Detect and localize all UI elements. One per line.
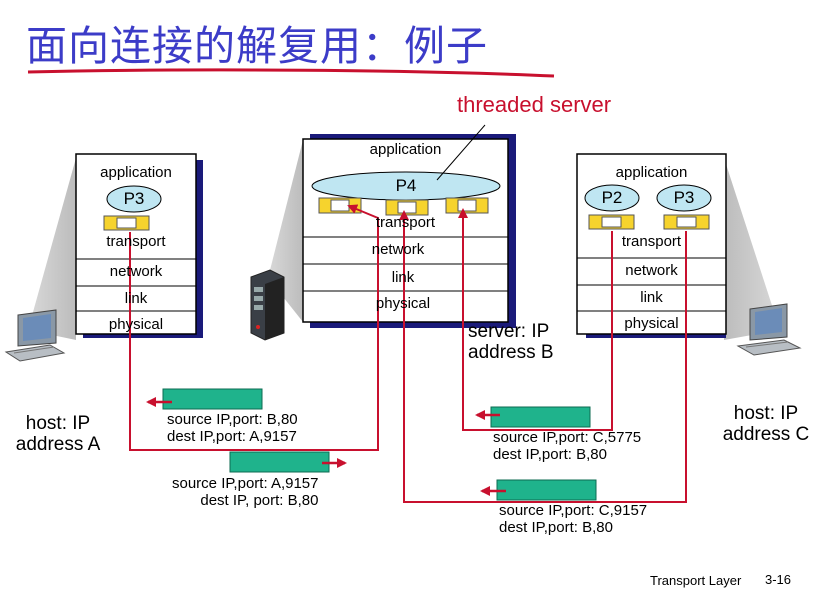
threaded-server-pointer [436,124,486,181]
socket-icon [103,215,150,231]
host-c-application-label: application [615,164,688,181]
host-c-network-label: network [625,262,678,279]
footer-section: Transport Layer [650,573,742,588]
server-tower-icon [250,269,285,341]
server-transport-label: transport [375,214,436,231]
host-c-process-p3-label: P3 [673,188,695,207]
host-a-transport-label: transport [106,233,166,250]
route-a-server [129,204,379,451]
host-c-beam [724,158,780,340]
computer-icon-host-a [4,309,66,362]
packet-to-a [162,388,263,410]
computer-icon-host-c [736,303,802,356]
host-c-physical-label: physical [624,315,679,332]
server-application-label: application [369,141,442,158]
host-a-link-label: link [124,290,148,307]
socket-icon [385,199,429,216]
socket-icon [588,214,635,230]
host-c-link-label: link [640,289,663,306]
host-a-stack [75,153,203,338]
socket-icon [663,214,710,230]
route-c9157-server [399,210,687,503]
page-title: 面向连接的解复用：例子 [26,22,488,70]
packet-from-c-5775 [490,406,591,428]
server-stack [302,134,516,328]
host-a-physical-label: physical [108,316,164,333]
footer-page-number: 3-16 [765,572,792,587]
server-network-label: network [371,241,425,258]
host-c-process-p2-label: P2 [601,188,623,207]
host-a-network-label: network [109,263,163,280]
host-a-beam [28,158,76,340]
socket-icon [445,197,489,214]
host-a-process-label: P3 [123,189,145,208]
host-c-p3-oval [656,184,712,212]
packet-from-a [229,451,330,473]
server-link-label: link [391,269,415,286]
route-c5775-server [458,208,613,431]
socket-icon [318,197,362,214]
server-physical-label: physical [375,295,431,312]
host-c-transport-label: transport [621,233,682,250]
host-c-p2-oval [584,184,640,212]
host-a-p3-oval [106,185,162,213]
title-underline [27,68,555,78]
threaded-server-label: threaded server [457,92,612,117]
host-a-application-label: application [100,164,172,181]
packet-from-c-9157 [496,479,597,501]
server-process-label: P4 [395,176,417,195]
